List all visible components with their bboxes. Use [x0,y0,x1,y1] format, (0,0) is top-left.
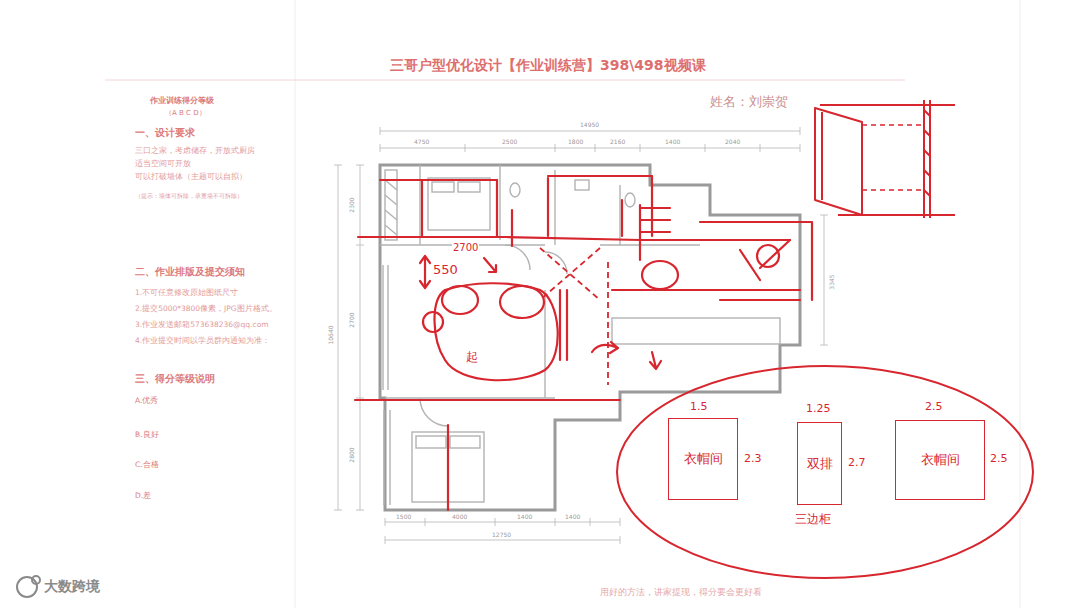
sketch-dimension: 1.25 [806,402,831,415]
sketch-note: 起 [466,350,478,364]
dimension: 12750 [492,531,511,538]
section-heading: 二、作业排版及提交须知 [135,266,245,278]
section-heading: 三、得分等级说明 [135,373,215,385]
wall-sketch [815,100,955,218]
dimension-lines [334,127,828,544]
grade-item: B.良好 [135,430,159,439]
section-heading: 作业训练得分等级 [150,96,214,106]
room-label: 衣帽间 [921,452,960,468]
student-name: 姓名：刘崇贺 [710,94,788,110]
sketch-dimension: 2.5 [990,452,1008,465]
dimension: 2300 [348,197,355,212]
submission-note: 1.不可任意修改原始图纸尺寸 [135,288,238,297]
ellipse-outline [615,364,1035,580]
page-title: 三哥户型优化设计【作业训练营】398\498视频课 [390,57,706,74]
dimension: 1500 [396,513,411,520]
sketch-dimension: 1.5 [690,400,708,413]
grade-item: A.优秀 [135,396,158,405]
dimension: 1400 [665,138,680,145]
closet-plan-box: 衣帽间 [895,420,985,500]
ellipse-outline [617,366,1033,578]
dimension: 10640 [327,325,334,344]
sketch-dimension: 2.7 [848,456,866,469]
requirement-note: 三口之家，考虑储存，开放式厨房 [135,146,255,155]
dimension: 2500 [502,138,517,145]
requirement-note: 适当空间可开放 [135,159,191,168]
footer-note: 用好的方法，讲家提现，得分要会更好看 [600,587,762,598]
watermark: 大数跨境 [44,578,100,595]
grade-item: D.差 [135,491,151,500]
dimension: 2040 [725,138,740,145]
dimension: 2160 [610,138,625,145]
dimension: 1400 [517,513,532,520]
grade-item: C.合格 [135,460,159,469]
sketch-dimension: 2.3 [744,452,762,465]
closet-plan-box: 衣帽间 [668,418,738,500]
watermark-logo [17,576,40,597]
dimension: 2800 [348,447,355,462]
submission-note: 2.提交5000*3800像素，JPG图片格式。 [135,304,277,313]
sketch-dimension: 2.5 [925,400,943,413]
group-caption: 三边柜 [795,512,831,526]
red-sketch [355,176,812,510]
hint-note: （提示：墙体可拆除，承重墙不可拆除） [135,192,243,199]
dimension: 4750 [414,138,429,145]
grade-scale: （A B C D） [165,109,206,117]
dimension: 1800 [568,138,583,145]
submission-note: 3.作业发送邮箱573638236@qq.com [135,320,269,329]
sketch-dimension: 2700 [452,242,479,254]
room-label: 衣帽间 [684,451,723,467]
page-frame [105,0,1020,608]
outer-walls [380,165,800,510]
closet-options-group: 三边柜 衣帽间 双排 衣帽间 [615,364,1035,580]
dimension: 2700 [348,312,355,327]
interior-walls [380,165,780,505]
section-heading: 一、设计要求 [135,127,195,139]
red-dashed-lines [540,248,608,385]
dimension: 1400 [565,513,580,520]
requirement-note: 可以打破墙体（主题可以自拟） [135,172,247,181]
dimension: 14950 [580,121,599,128]
wall-sketch-dashes [862,125,924,190]
sketch-dimension: 550 [432,262,459,278]
dimension: 3345 [828,274,835,289]
submission-note: 4.作业提交时间以学员群内通知为准： [135,336,270,345]
dimension: 4000 [452,513,467,520]
closet-plan-box: 双排 [797,422,842,505]
room-label: 双排 [807,456,833,472]
